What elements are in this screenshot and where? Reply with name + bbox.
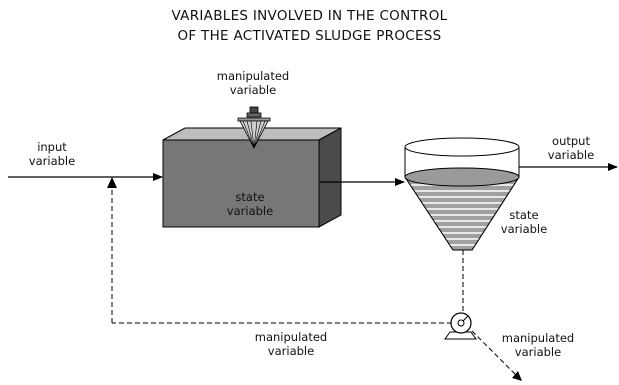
aerator-icon bbox=[237, 106, 271, 149]
tank-front-face bbox=[162, 139, 320, 228]
label-line: variable bbox=[226, 204, 274, 218]
label-line: variable bbox=[500, 222, 548, 236]
label-manipulated-variable-right: manipulated variable bbox=[493, 331, 583, 359]
label-input-variable: input variable bbox=[22, 140, 82, 168]
label-line: variable bbox=[267, 344, 315, 358]
label-line: manipulated bbox=[501, 331, 575, 345]
tank-side-face bbox=[318, 127, 342, 228]
label-line: variable bbox=[229, 83, 277, 97]
label-manipulated-variable-top: manipulated variable bbox=[213, 69, 293, 97]
recycle-loop bbox=[111, 186, 519, 378]
title-line-1: VARIABLES INVOLVED IN THE CONTROL bbox=[171, 8, 448, 24]
title-line-2: OF THE ACTIVATED SLUDGE PROCESS bbox=[177, 28, 442, 44]
wastage-arrowhead bbox=[512, 371, 522, 381]
clarifier bbox=[404, 137, 520, 251]
label-state-variable-clarifier: state variable bbox=[489, 208, 559, 236]
aeration-tank bbox=[162, 127, 342, 228]
label-line: manipulated bbox=[216, 69, 290, 83]
label-line: variable bbox=[547, 148, 595, 162]
label-state-variable-tank: state variable bbox=[215, 190, 285, 218]
label-output-variable: output variable bbox=[536, 134, 606, 162]
recycle-arrowhead bbox=[107, 177, 117, 188]
pump-icon bbox=[444, 312, 477, 340]
label-line: output bbox=[552, 134, 590, 148]
label-line: variable bbox=[28, 154, 76, 168]
label-line: state bbox=[509, 208, 539, 222]
label-line: manipulated bbox=[254, 330, 328, 344]
label-line: state bbox=[235, 190, 265, 204]
label-manipulated-variable-bottom: manipulated variable bbox=[246, 330, 336, 358]
label-line: input bbox=[37, 140, 67, 154]
label-line: variable bbox=[514, 345, 562, 359]
